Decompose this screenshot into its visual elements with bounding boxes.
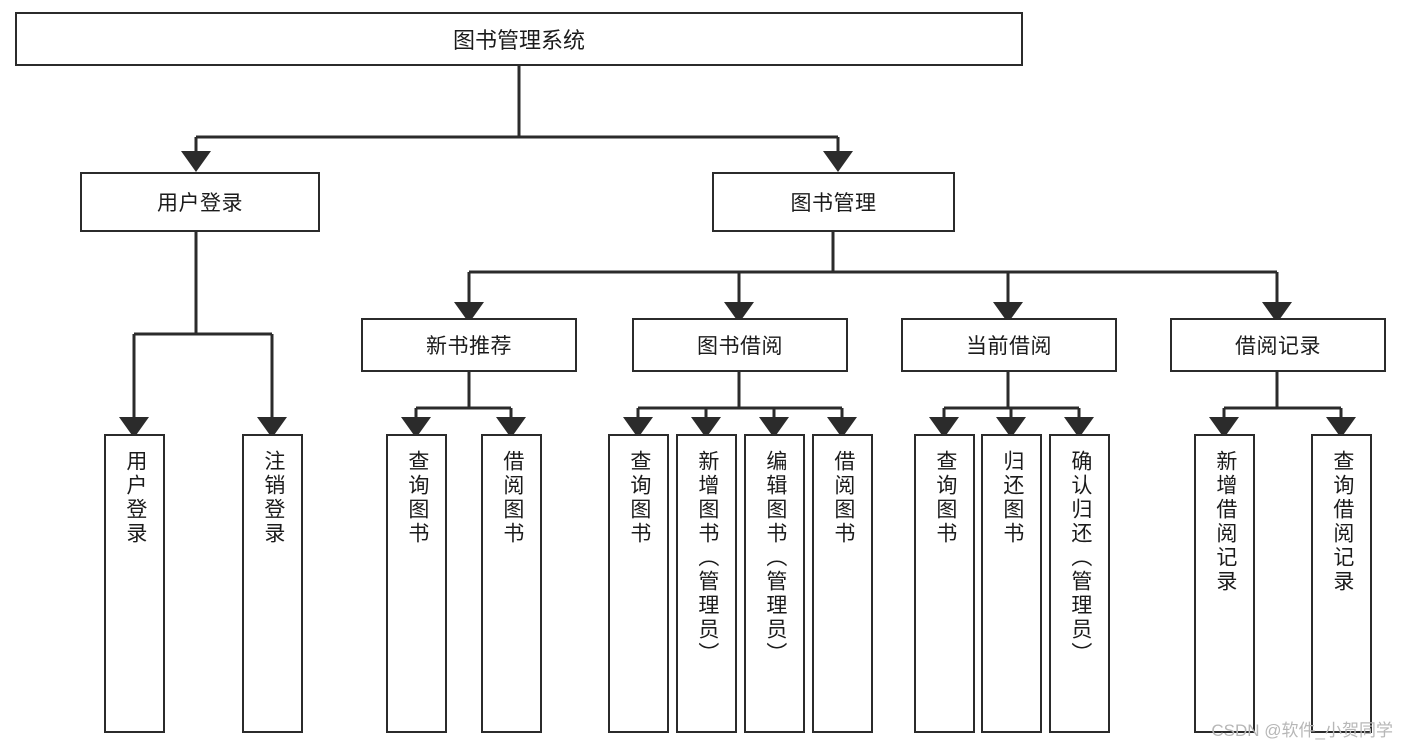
node-current-borrow[interactable]: 当前借阅 [901, 318, 1117, 372]
node-leaf-label: 确认归还（管理员） [1068, 450, 1092, 666]
node-leaf-user-login-logout[interactable]: 注销登录 [242, 434, 303, 733]
node-root-book-management-system[interactable]: 图书管理系统 [15, 12, 1023, 66]
node-leaf-label: 借阅图书 [500, 450, 524, 546]
node-book-management-label: 图书管理 [790, 192, 877, 215]
node-leaf-label: 新增图书（管理员） [695, 450, 719, 666]
node-leaf-book-borrow-edit[interactable]: 编辑图书（管理员） [744, 434, 805, 733]
node-borrow-record[interactable]: 借阅记录 [1170, 318, 1386, 372]
node-leaf-label: 新增借阅记录 [1213, 450, 1237, 594]
node-leaf-label: 用户登录 [123, 450, 147, 546]
node-root-label: 图书管理系统 [452, 28, 585, 53]
node-leaf-label: 查询图书 [405, 450, 429, 546]
node-leaf-borrow-record-add[interactable]: 新增借阅记录 [1194, 434, 1255, 733]
node-current-borrow-label: 当前借阅 [966, 335, 1052, 358]
node-book-borrow-label: 图书借阅 [697, 335, 783, 358]
node-leaf-borrow-record-query[interactable]: 查询借阅记录 [1311, 434, 1372, 733]
node-leaf-new-book-borrow[interactable]: 借阅图书 [481, 434, 542, 733]
node-book-management[interactable]: 图书管理 [712, 172, 955, 232]
node-leaf-label: 查询借阅记录 [1330, 450, 1354, 594]
node-new-book-recommend-label: 新书推荐 [426, 335, 512, 358]
node-user-login-label: 用户登录 [157, 192, 243, 215]
node-borrow-record-label: 借阅记录 [1235, 335, 1321, 358]
node-new-book-recommend[interactable]: 新书推荐 [361, 318, 577, 372]
node-leaf-label: 编辑图书（管理员） [763, 450, 787, 666]
node-leaf-label: 查询图书 [627, 450, 651, 546]
node-leaf-label: 借阅图书 [831, 450, 855, 546]
node-leaf-new-book-query[interactable]: 查询图书 [386, 434, 447, 733]
node-leaf-book-borrow-query[interactable]: 查询图书 [608, 434, 669, 733]
node-book-borrow[interactable]: 图书借阅 [632, 318, 848, 372]
node-user-login[interactable]: 用户登录 [80, 172, 320, 232]
node-leaf-label: 归还图书 [1000, 450, 1024, 546]
node-leaf-current-borrow-return[interactable]: 归还图书 [981, 434, 1042, 733]
node-leaf-book-borrow-borrow[interactable]: 借阅图书 [812, 434, 873, 733]
node-leaf-current-borrow-query[interactable]: 查询图书 [914, 434, 975, 733]
watermark: CSDN @软件_小贺同学 [1211, 721, 1393, 740]
node-leaf-label: 查询图书 [933, 450, 957, 546]
node-leaf-current-borrow-confirm[interactable]: 确认归还（管理员） [1049, 434, 1110, 733]
node-leaf-book-borrow-add[interactable]: 新增图书（管理员） [676, 434, 737, 733]
node-leaf-label: 注销登录 [261, 450, 285, 546]
node-leaf-user-login-login[interactable]: 用户登录 [104, 434, 165, 733]
